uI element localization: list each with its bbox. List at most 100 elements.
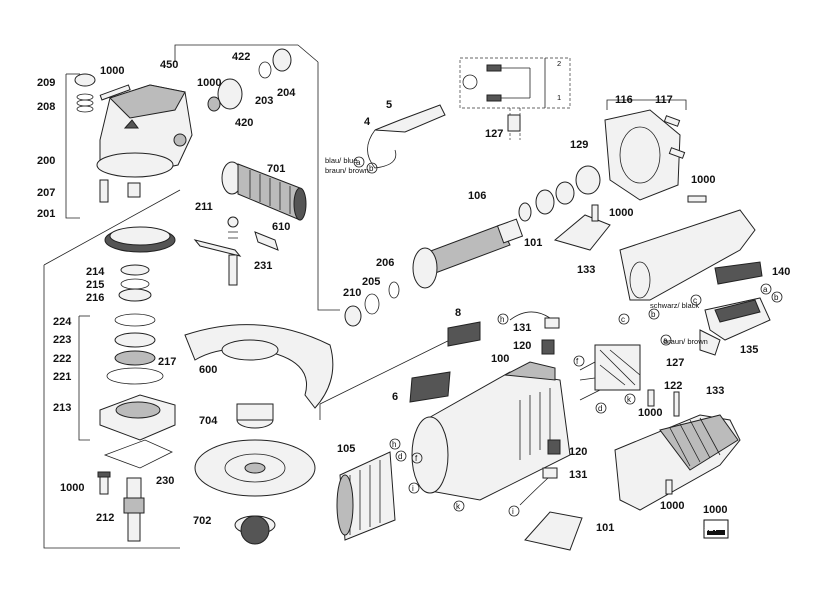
- soft-grip-133: [614, 414, 741, 511]
- label-127a: 127: [485, 128, 503, 140]
- circle-letter-k1: k: [627, 395, 632, 404]
- gasket-230: [103, 439, 173, 469]
- label-1000c: 1000: [60, 482, 84, 494]
- label-600: 600: [199, 364, 217, 376]
- label-120b: 120: [569, 446, 587, 458]
- circle-letter-a2: a: [763, 285, 768, 294]
- label-231: 231: [254, 260, 272, 272]
- label-200: 200: [37, 155, 55, 167]
- switch-140: [714, 261, 763, 285]
- label-216: 216: [86, 292, 104, 304]
- wire-label-brown: braun/ brown: [325, 166, 369, 175]
- label-1000e: 1000: [609, 207, 633, 219]
- circled-letters: a b a b c c b a f k d h h d f i k i: [353, 156, 783, 517]
- screw-1000a: [99, 84, 131, 101]
- wire-label-brown2: braun/ brown: [664, 337, 708, 346]
- screw-1000g: [665, 479, 673, 495]
- label-1000d: 1000: [691, 174, 715, 186]
- circle-letter-h1: h: [500, 315, 504, 324]
- disc-702: [194, 439, 316, 497]
- insulation-8: [447, 321, 481, 347]
- circle-letter-b2: b: [774, 293, 779, 302]
- stator-105: [336, 451, 396, 541]
- circle-letter-d2: d: [398, 452, 402, 461]
- brush-parts-top: [509, 311, 560, 355]
- label-213: 213: [53, 402, 71, 414]
- circle-letter-h2: h: [392, 440, 396, 449]
- label-133a: 133: [577, 264, 595, 276]
- switch-135: [699, 297, 771, 356]
- side-handle-701: [221, 161, 307, 221]
- label-215: 215: [86, 279, 104, 291]
- label-1000b: 1000: [197, 77, 221, 89]
- schematic-numbers: 2 1: [557, 59, 561, 102]
- label-224: 224: [53, 316, 72, 328]
- label-201: 201: [37, 208, 55, 220]
- label-209: 209: [37, 77, 55, 89]
- label-701: 701: [267, 163, 285, 175]
- label-5: 5: [386, 99, 392, 111]
- label-140: 140: [772, 266, 790, 278]
- label-127b: 127: [666, 357, 684, 369]
- label-211: 211: [195, 201, 213, 213]
- rear-handle-133: [619, 195, 756, 301]
- label-129: 129: [570, 139, 588, 151]
- label-131b: 131: [569, 469, 587, 481]
- circle-letter-f2: f: [415, 454, 418, 463]
- circle-letter-i1: i: [412, 484, 414, 493]
- label-704: 704: [199, 415, 218, 427]
- brush-parts-bottom: [519, 439, 561, 506]
- bearing-stack: [106, 313, 164, 385]
- circle-letter-k2: k: [456, 502, 461, 511]
- gear-wheel-stack: [104, 226, 176, 302]
- clamp-nut-702: [234, 515, 276, 545]
- label-133b: 133: [706, 385, 724, 397]
- label-450: 450: [160, 59, 178, 71]
- label-205: 205: [362, 276, 380, 288]
- circle-letter-a1: a: [356, 158, 361, 167]
- label-217: 217: [158, 356, 176, 368]
- bushing-201: [127, 182, 141, 198]
- bevel-gear-422: [207, 48, 292, 112]
- armature-106: [412, 165, 601, 289]
- electronics-127: [579, 344, 641, 401]
- label-1000g: 1000: [660, 500, 684, 512]
- flange-nut-704: [236, 403, 274, 429]
- label-610: 610: [272, 221, 290, 233]
- label-122: 122: [664, 380, 682, 392]
- label-702: 702: [193, 515, 211, 527]
- screw-1000d: [591, 204, 599, 222]
- label-1000h: 1000: [703, 504, 727, 516]
- label-204: 204: [277, 87, 296, 99]
- circle-letter-b3: b: [651, 310, 656, 319]
- wiring-schematic: [459, 57, 571, 140]
- label-116: 116: [615, 94, 633, 106]
- schematic-number-1: 1: [557, 93, 561, 102]
- label-206: 206: [376, 257, 394, 269]
- label-106: 106: [468, 190, 486, 202]
- gear-housing-200: [96, 84, 193, 178]
- schematic-number-2: 2: [557, 59, 561, 68]
- label-207: 207: [37, 187, 55, 199]
- wire-label-black: schwarz/ black: [650, 301, 699, 310]
- motor-housing-100: [411, 361, 571, 501]
- pin-207: [99, 179, 109, 203]
- bracket-lines: [43, 44, 687, 549]
- label-212: 212: [96, 512, 114, 524]
- label-120a: 120: [513, 340, 531, 352]
- cover-101-top: [553, 214, 611, 251]
- wheel-guard-600: [184, 324, 334, 409]
- label-101b: 101: [596, 522, 614, 534]
- cap-209: [74, 73, 96, 87]
- label-210: 210: [343, 287, 361, 299]
- part-labels: 209 1000 208 450 422 1000 203 204 420 20…: [37, 51, 790, 534]
- screw-1000c: [97, 471, 111, 495]
- springs-208: [76, 93, 94, 113]
- label-4: 4: [364, 116, 371, 128]
- circle-letter-a3: a: [663, 336, 668, 345]
- label-230: 230: [156, 475, 174, 487]
- label-203: 203: [255, 95, 273, 107]
- label-208: 208: [37, 101, 55, 113]
- label-135: 135: [740, 344, 758, 356]
